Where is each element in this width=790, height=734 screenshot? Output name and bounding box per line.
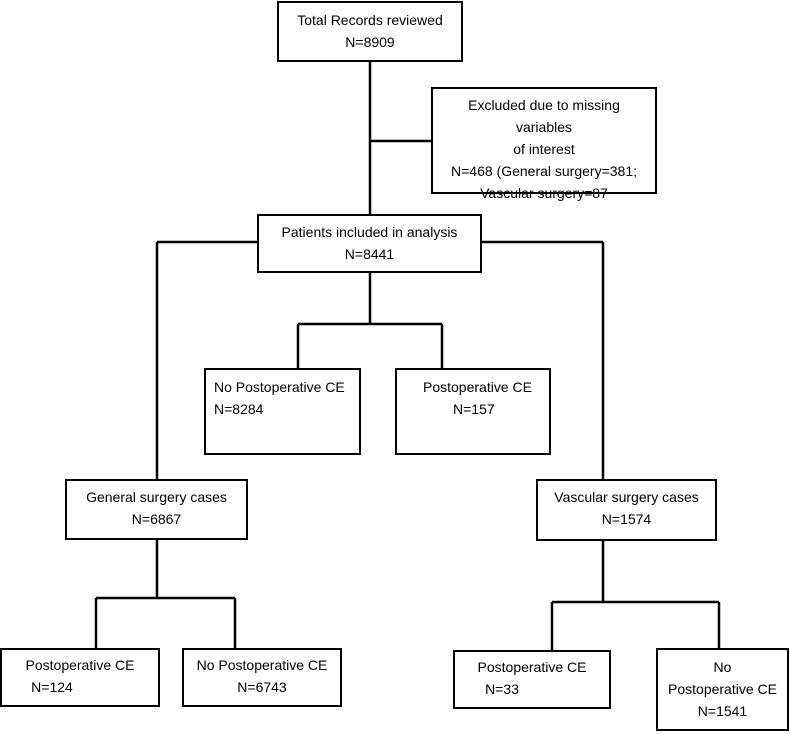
general-no-postop-label: No Postoperative CE: [196, 657, 328, 673]
vascular-no-postop-count: N=1541: [697, 703, 748, 719]
box-included: Patients included in analysis N=8441: [257, 214, 482, 273]
no-postop-all-count: N=8284: [214, 401, 264, 417]
vascular-no-postop-label-line2: Postoperative CE: [668, 681, 777, 697]
box-no-postop-all: No Postoperative CE N=8284: [204, 368, 361, 455]
general-surgery-label: General surgery cases: [86, 489, 227, 505]
vascular-surgery-count: N=1574: [601, 511, 652, 527]
box-general-postop: Postoperative CE N=124: [0, 648, 160, 707]
box-vascular-postop: Postoperative CE N=33: [453, 650, 611, 709]
excluded-count: N=468 (General surgery=381;: [451, 163, 637, 179]
vascular-surgery-label: Vascular surgery cases: [554, 489, 699, 505]
excluded-label-line1: Excluded due to missing variables: [468, 97, 620, 135]
vascular-postop-count: N=33: [485, 681, 519, 697]
box-excluded: Excluded due to missing variables of int…: [431, 87, 657, 201]
excluded-label-line2: of interest: [513, 141, 575, 157]
total-records-label: Total Records reviewed: [297, 12, 443, 28]
general-surgery-count: N=6867: [131, 511, 182, 527]
included-label: Patients included in analysis: [281, 224, 458, 240]
postop-all-count: N=157: [453, 401, 495, 417]
postop-all-label: Postoperative CE: [423, 379, 532, 395]
box-vascular-surgery: Vascular surgery cases N=1574: [536, 479, 717, 541]
excluded-detail: Vascular surgery=87: [480, 185, 608, 201]
vascular-no-postop-label-line1: No: [713, 659, 732, 675]
box-postop-all: Postoperative CE N=157: [395, 368, 551, 455]
box-general-no-postop: No Postoperative CE N=6743: [182, 648, 342, 707]
vascular-postop-label: Postoperative CE: [477, 659, 587, 675]
general-postop-count: N=124: [31, 679, 73, 695]
total-records-count: N=8909: [345, 34, 395, 50]
included-count: N=8441: [344, 246, 395, 262]
general-no-postop-count: N=6743: [237, 679, 287, 695]
box-vascular-no-postop: No Postoperative CE N=1541: [656, 648, 789, 731]
no-postop-all-label: No Postoperative CE: [214, 379, 345, 395]
box-total-records: Total Records reviewed N=8909: [277, 1, 463, 62]
box-general-surgery: General surgery cases N=6867: [65, 479, 248, 540]
general-postop-label: Postoperative CE: [25, 657, 135, 673]
